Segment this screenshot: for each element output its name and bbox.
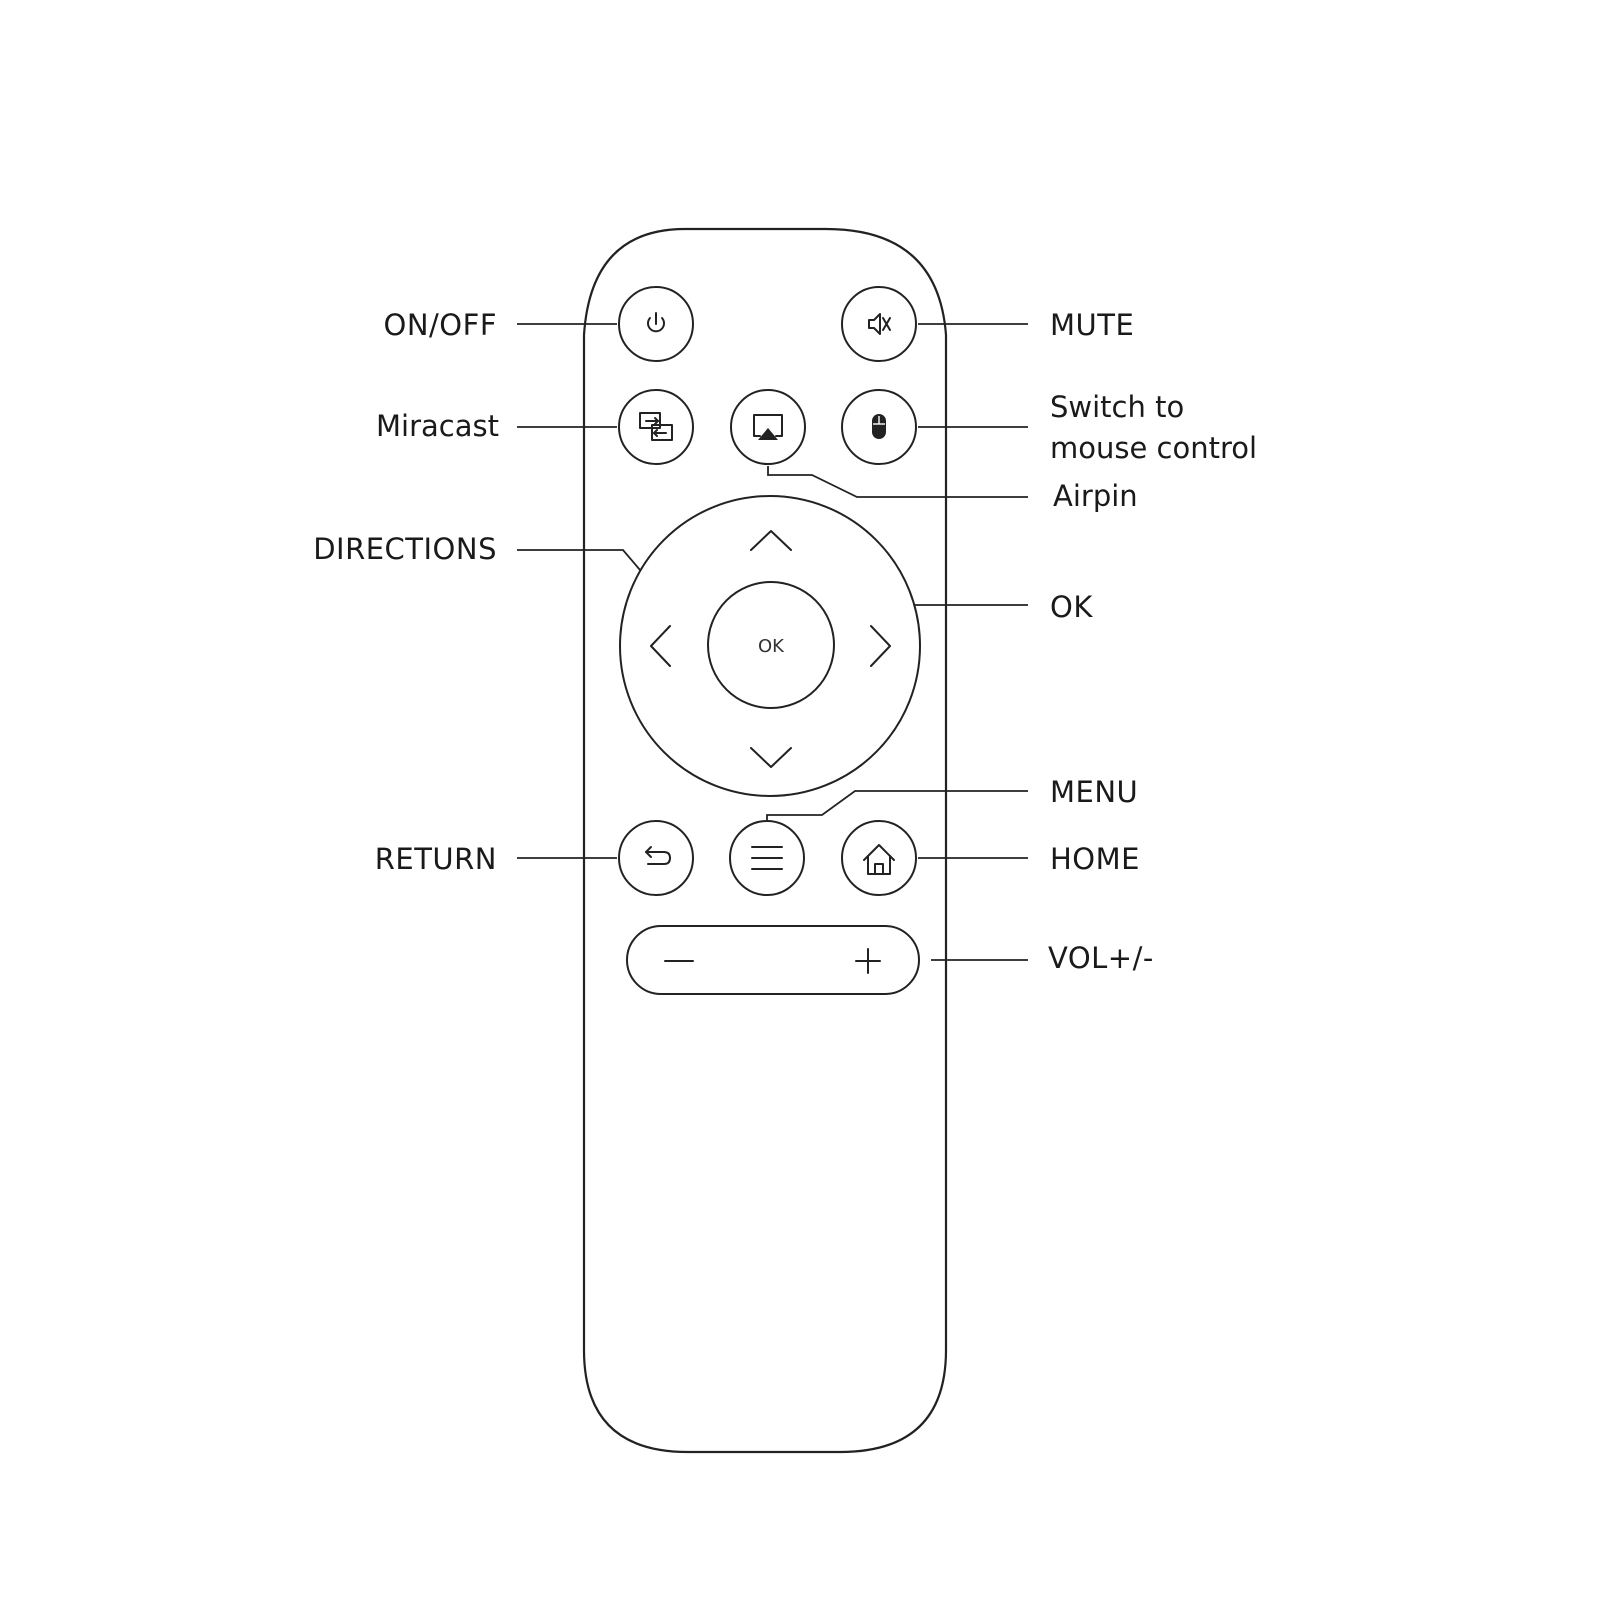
leader-airpin <box>767 466 1028 498</box>
home-icon <box>863 844 895 875</box>
label-mouse-line-2: mouse control <box>1050 431 1257 465</box>
screen-mirror-icon <box>639 412 673 441</box>
mouse-mode-button[interactable] <box>841 389 917 465</box>
label-miracast: Miracast <box>376 409 499 443</box>
volume-rocker[interactable] <box>626 925 920 995</box>
label-return: RETURN <box>375 842 497 876</box>
chevron-down-icon[interactable] <box>750 747 792 768</box>
ok-button[interactable]: OK <box>707 581 835 709</box>
mute-button[interactable] <box>841 286 917 362</box>
return-button[interactable] <box>618 820 694 896</box>
leader-directions <box>517 549 641 571</box>
miracast-button[interactable] <box>618 389 694 465</box>
label-mute: MUTE <box>1050 308 1134 342</box>
airpin-button[interactable] <box>730 389 806 465</box>
label-vol: VOL+/- <box>1048 941 1154 975</box>
menu-button[interactable] <box>729 820 805 896</box>
leader-menu <box>766 790 1028 822</box>
remote-body <box>582 227 948 1454</box>
mouse-icon <box>872 414 886 439</box>
label-airpin: Airpin <box>1053 479 1138 513</box>
label-on-off: ON/OFF <box>384 308 497 342</box>
chevron-right-icon[interactable] <box>870 625 891 667</box>
chevron-up-icon[interactable] <box>750 530 792 551</box>
label-home: HOME <box>1050 842 1140 876</box>
hamburger-menu-icon <box>751 846 783 870</box>
speaker-mute-icon <box>868 313 891 335</box>
power-button[interactable] <box>618 286 694 362</box>
home-button[interactable] <box>841 820 917 896</box>
chevron-left-icon[interactable] <box>650 625 671 667</box>
volume-up-button[interactable] <box>855 948 881 974</box>
airplay-icon <box>753 414 783 440</box>
label-menu: MENU <box>1050 775 1138 809</box>
label-ok: OK <box>1050 590 1093 624</box>
label-directions: DIRECTIONS <box>313 532 497 566</box>
label-mouse-line-1: Switch to <box>1050 390 1184 424</box>
return-arrow-icon <box>645 846 671 865</box>
power-icon <box>647 312 665 333</box>
ok-button-text: OK <box>758 636 785 657</box>
